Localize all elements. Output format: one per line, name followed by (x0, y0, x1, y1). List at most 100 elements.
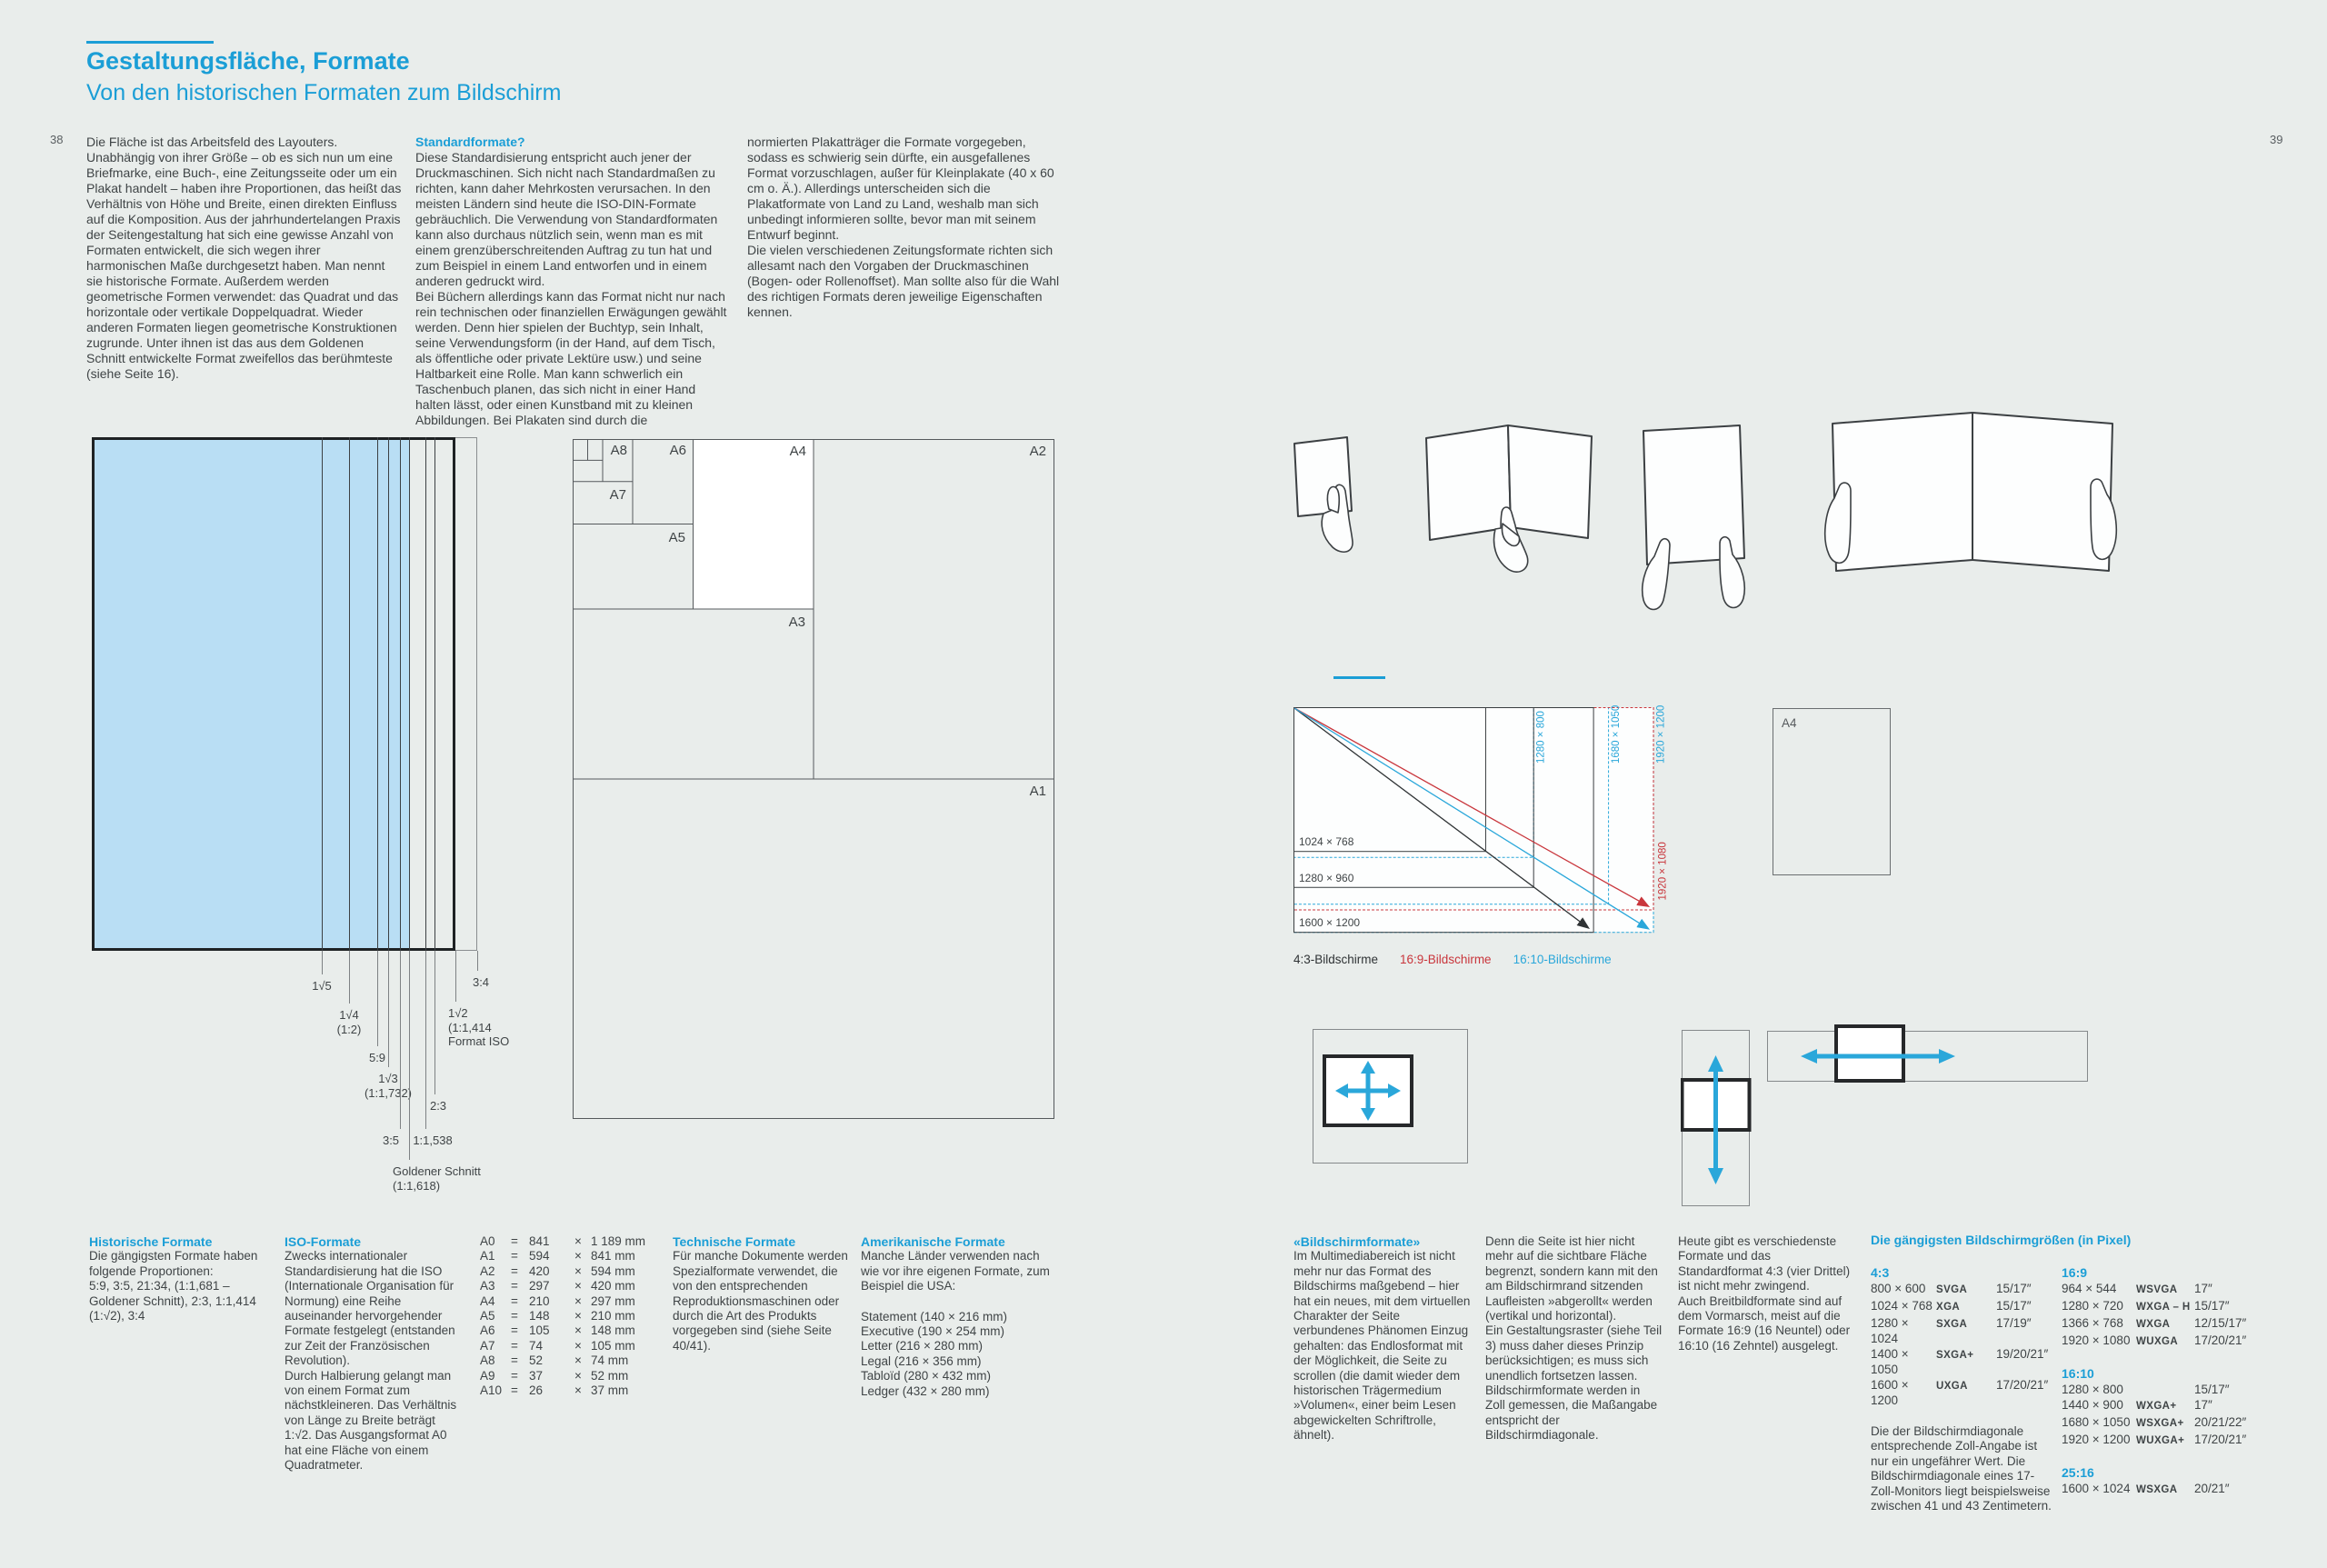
resolution-cell: 1600 × 1200 (1871, 1378, 1909, 1407)
proportion-label: 1√2 (1:1,414 Format ISO (448, 1006, 510, 1048)
book-holding-illustrations (1293, 412, 2118, 611)
standard-code-cell: SXGA+ (1936, 1350, 1974, 1361)
proportion-line (425, 437, 426, 951)
legend-item: 16:9-Bildschirme (1400, 953, 1492, 966)
proportion-label: 3:4 (472, 975, 490, 989)
table-cell: A8 (480, 1353, 495, 1368)
page-number-left: 38 (50, 133, 64, 146)
historical-formats-column: Historische Formate Die gängigsten Forma… (89, 1234, 266, 1323)
inch-cell: 15/17″ (2194, 1299, 2230, 1313)
table-cell: 148 mm (591, 1323, 635, 1338)
section-rule (1333, 676, 1385, 679)
resolution-cell: 1280 × 1024 (1871, 1316, 1909, 1345)
screenformats-column-2: Denn die Seite ist hier nicht mehr auf d… (1485, 1234, 1663, 1443)
table-cell: = (511, 1293, 518, 1308)
legend-item: 16:10-Bildschirme (1513, 953, 1612, 966)
standard-code-cell: WXGA+ (2136, 1401, 2177, 1412)
format-item: Tabloïd (280 × 432 mm) (861, 1369, 991, 1383)
table-cell: = (511, 1263, 518, 1278)
table-cell: × (574, 1353, 582, 1368)
table-cell: = (511, 1383, 518, 1398)
proportion-leader-line (400, 951, 401, 1129)
table-cell: × (574, 1368, 582, 1383)
proportion-leader-line (455, 951, 456, 1002)
table-cell: 297 (529, 1279, 550, 1293)
paragraph: Manche Länder verwenden nach wie vor ihr… (861, 1249, 1050, 1293)
proportion-line (322, 437, 323, 951)
a-format-row: A4=210×297 mm (480, 1294, 662, 1309)
table-cell: 148 (529, 1309, 550, 1323)
standard-code-cell: SXGA (1936, 1319, 1968, 1330)
table-cell: × (574, 1249, 582, 1263)
resolution-label-16-10: 1680 × 1050 (1611, 705, 1622, 764)
resolution-label-4-3: 1024 × 768 (1299, 835, 1354, 848)
inch-cell: 12/15/17″ (2194, 1316, 2247, 1330)
screenformats-column: «Bildschirmformate» Im Multimediabereich… (1293, 1234, 1471, 1443)
table-cell: 105 mm (591, 1338, 635, 1353)
table-cell: × (574, 1279, 582, 1293)
inch-cell: 17/20/21″ (2194, 1433, 2247, 1446)
resolution-label-16-10: 1280 × 800 (1536, 711, 1547, 764)
section-heading: Standardformate? (415, 135, 525, 149)
column-heading: Amerikanische Formate (861, 1234, 1005, 1249)
table-cell: 594 (529, 1249, 550, 1263)
a-format-row: A3=297×420 mm (480, 1279, 662, 1293)
resolution-cell: 1280 × 720 (2062, 1299, 2123, 1313)
column-heading: Technische Formate (673, 1234, 796, 1249)
standard-code-cell: WUXGA+ (2136, 1435, 2185, 1446)
paragraph: Die gängigsten Formate haben folgende Pr… (89, 1249, 258, 1323)
large-open-book-two-hands-illustration (1823, 412, 2118, 572)
vertical-scroll-diagram (1681, 1030, 1752, 1206)
proportion-label: 1:1,538 (413, 1134, 453, 1147)
table-cell: A7 (480, 1338, 495, 1353)
standard-code-cell: WSXGA (2136, 1484, 2178, 1495)
iso-a-series-diagram: A8 A7 A6 A5 A4 A3 A2 A1 (573, 439, 1054, 1119)
column-heading: Historische Formate (89, 1234, 213, 1249)
iso-formats-column: ISO-Formate Zwecks internationaler Stand… (285, 1234, 462, 1473)
format-item: Executive (190 × 254 mm) (861, 1324, 1004, 1339)
resolution-label-4-3: 1280 × 960 (1299, 872, 1354, 884)
paragraph: Zwecks internationaler Standardisierung … (285, 1249, 455, 1368)
table-cell: × (574, 1383, 582, 1398)
proportion-line (400, 437, 401, 951)
table-cell: × (574, 1234, 582, 1248)
resolution-cell: 800 × 600 (1871, 1282, 1926, 1295)
diagonal-16-9 (1293, 707, 1651, 907)
paragraph: Ein Gestaltungsraster (siehe Teil 3) mus… (1485, 1323, 1663, 1383)
iso-label-a8: A8 (611, 443, 627, 458)
pocket-book-illustration (1293, 436, 1353, 554)
table-cell: 210 mm (591, 1309, 635, 1323)
paragraph: Durch Halbierung gelangt man von einem F… (285, 1368, 457, 1473)
table-cell: × (574, 1309, 582, 1323)
format-item: Ledger (432 × 280 mm) (861, 1383, 990, 1398)
table-cell: A1 (480, 1249, 495, 1263)
proportion-leader-line (388, 951, 389, 1067)
paragraph: Für manche Dokumente werden Spezialforma… (673, 1249, 848, 1353)
a-format-row: A6=105×148 mm (480, 1323, 662, 1338)
standard-code-cell: WUXGA (2136, 1336, 2179, 1347)
standard-code-cell (2136, 1382, 2194, 1397)
table-cell: 297 mm (591, 1293, 635, 1308)
resolution-label-16-10: 1920 × 1200 (1656, 705, 1667, 764)
rect-4-3 (1293, 707, 1594, 934)
page-number-right: 39 (2270, 133, 2283, 146)
title-rule (86, 41, 214, 44)
resolution-cell: 1920 × 1200 (2062, 1433, 2131, 1446)
paragraph: Die vielen verschiedenen Zeitungsformate… (747, 243, 1060, 319)
standard-code-cell: WSVGA (2136, 1284, 2178, 1295)
horizontal-scroll-diagram (1767, 1024, 2088, 1083)
resolution-cell: 1680 × 1050 (2062, 1415, 2131, 1429)
proportion-line (409, 437, 410, 951)
table-cell: = (511, 1234, 518, 1248)
proportion-line (434, 437, 435, 951)
resolution-cell: 1400 × 1050 (1871, 1347, 1909, 1376)
